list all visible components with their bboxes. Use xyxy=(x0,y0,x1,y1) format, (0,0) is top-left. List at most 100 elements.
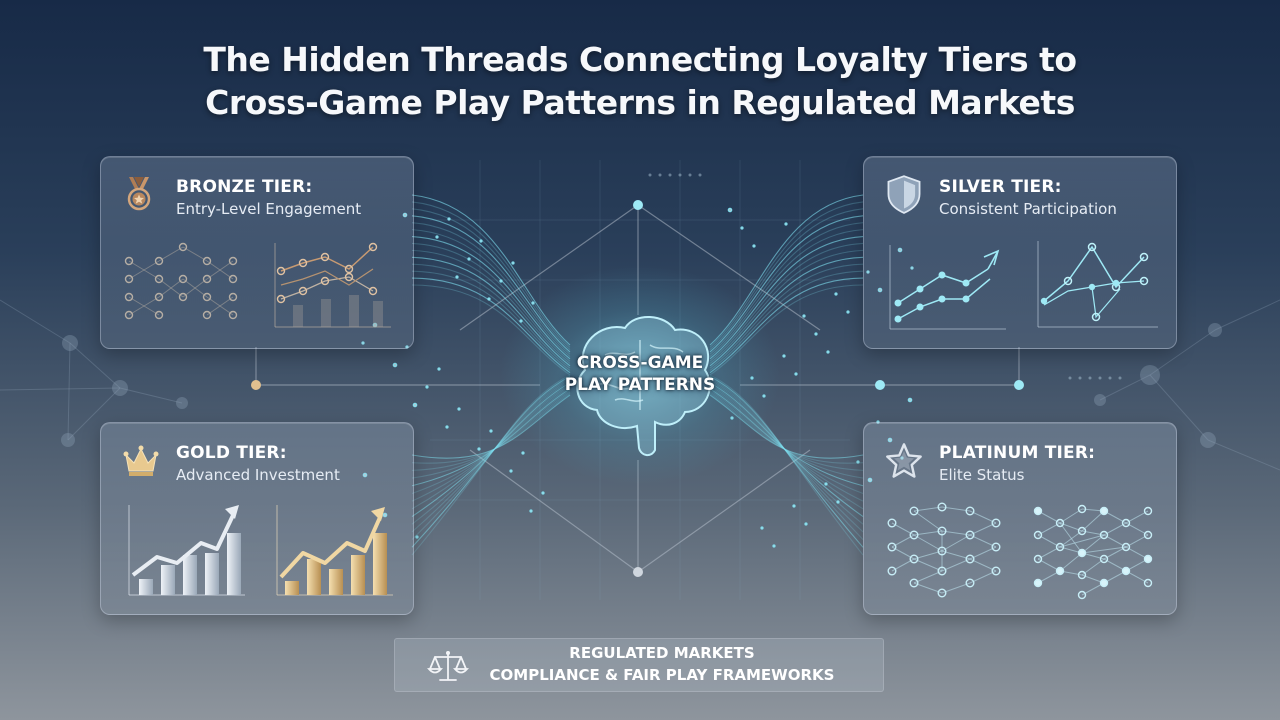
crown-icon xyxy=(123,445,159,476)
thread-sparkle xyxy=(856,460,860,464)
brain-icon xyxy=(576,315,711,456)
network-node xyxy=(1033,506,1043,516)
network-edge xyxy=(913,506,943,512)
thread-sparkle xyxy=(900,456,904,460)
network-node xyxy=(1143,578,1153,588)
platinum-network-right xyxy=(1033,504,1153,600)
network-node xyxy=(1099,530,1109,540)
platinum-tier-name: PLATINUM TIER: xyxy=(939,443,1096,463)
network-edge xyxy=(969,534,997,548)
platinum-tier-card: PLATINUM TIER: Elite Status xyxy=(863,422,1177,615)
network-node xyxy=(965,578,975,588)
network-node xyxy=(1077,526,1087,536)
thread-sparkle xyxy=(794,372,798,376)
page-title: The Hidden Threads Connecting Loyalty Ti… xyxy=(0,38,1280,124)
thread-sparkle xyxy=(782,354,786,358)
thread-sparkle xyxy=(467,257,471,261)
gold-tier-card: GOLD TIER: Advanced Investment xyxy=(100,422,414,615)
thread-sparkle xyxy=(887,437,893,443)
network-edge xyxy=(913,550,943,560)
thread-sparkle xyxy=(846,310,850,314)
network-node xyxy=(1143,506,1153,516)
network-edge xyxy=(969,558,997,572)
network-edge xyxy=(1081,558,1105,576)
thread-sparkle xyxy=(814,332,818,336)
network-node xyxy=(1121,518,1131,528)
thread-sparkle xyxy=(826,350,830,354)
network-edge xyxy=(941,550,971,560)
network-node xyxy=(1121,542,1131,552)
thread-sparkle xyxy=(435,235,439,239)
thread-sparkle xyxy=(479,239,483,243)
thread-sparkle xyxy=(361,341,365,345)
network-node xyxy=(965,554,975,564)
network-node xyxy=(937,526,947,536)
thread-sparkle xyxy=(489,429,493,433)
silver-line-chart-right xyxy=(1037,241,1158,328)
thread-sparkle xyxy=(382,512,388,518)
network-node xyxy=(965,530,975,540)
thread-sparkle xyxy=(740,226,744,230)
thread-sparkle xyxy=(834,292,838,296)
network-edge xyxy=(1081,546,1127,554)
thread-sparkle xyxy=(487,297,491,301)
network-edge xyxy=(941,506,971,512)
network-node xyxy=(1143,554,1153,564)
thread-sparkle xyxy=(477,447,481,451)
thread-sparkle xyxy=(836,500,840,504)
network-node xyxy=(909,530,919,540)
network-node xyxy=(965,506,975,516)
footer-text: REGULATED MARKETS COMPLIANCE & FAIR PLAY… xyxy=(467,639,857,686)
thread-sparkle xyxy=(511,261,515,265)
thread-sparkle xyxy=(447,217,451,221)
center-label: CROSS-GAME PLAY PATTERNS xyxy=(540,352,740,396)
network-node xyxy=(1055,542,1065,552)
thread-sparkle xyxy=(437,367,441,371)
network-node xyxy=(1143,530,1153,540)
bronze-connector-node xyxy=(251,380,261,390)
network-node xyxy=(937,546,947,556)
network-edge xyxy=(941,558,971,572)
network-node xyxy=(1033,554,1043,564)
network-node xyxy=(937,502,947,512)
network-node xyxy=(937,588,947,598)
bronze-network-graphic xyxy=(124,242,238,320)
network-node xyxy=(1055,518,1065,528)
network-edge xyxy=(969,570,997,584)
thread-sparkle xyxy=(415,535,419,539)
network-edge xyxy=(913,570,943,584)
shield-icon xyxy=(887,175,921,214)
panel-connectors xyxy=(255,204,1020,573)
network-edge xyxy=(1059,534,1105,548)
network-edge xyxy=(913,582,943,594)
thread-sparkle xyxy=(804,522,808,526)
thread-sparkle xyxy=(867,477,873,483)
network-edge xyxy=(969,510,997,524)
thread-sparkle xyxy=(784,222,788,226)
thread-sparkle xyxy=(907,397,913,403)
network-node xyxy=(909,554,919,564)
network-edge xyxy=(913,510,943,532)
silver-connector-node xyxy=(1014,380,1024,390)
network-edge xyxy=(941,534,971,552)
network-node xyxy=(1055,566,1065,576)
thread-sparkle xyxy=(824,482,828,486)
network-node xyxy=(887,542,897,552)
network-edge xyxy=(1059,508,1083,524)
network-node xyxy=(909,506,919,516)
star-icon xyxy=(886,443,922,478)
top-junction-node xyxy=(633,200,643,210)
title-line-2: Cross-Game Play Patterns in Regulated Ma… xyxy=(205,83,1075,122)
network-edge xyxy=(913,558,943,572)
network-node xyxy=(1099,578,1109,588)
dot-accents xyxy=(648,173,1122,380)
thread-sparkle xyxy=(445,425,449,429)
thread-sparkle xyxy=(457,407,461,411)
thread-sparkle xyxy=(402,212,408,218)
network-node xyxy=(1077,504,1087,514)
scales-icon xyxy=(427,651,469,681)
network-edge xyxy=(969,522,997,536)
bronze-tier-name: BRONZE TIER: xyxy=(176,177,313,197)
network-node xyxy=(887,518,897,528)
bottom-junction-node xyxy=(633,567,643,577)
